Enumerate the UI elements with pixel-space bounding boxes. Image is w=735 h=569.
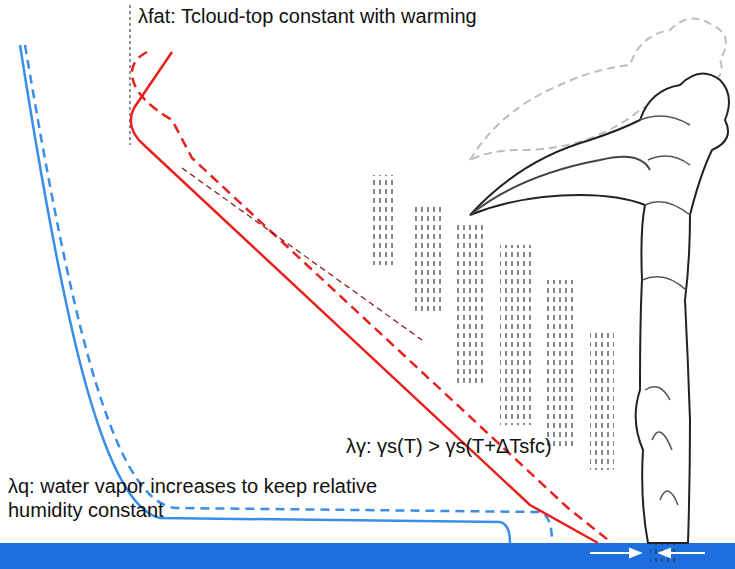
anvil-edge xyxy=(470,157,650,215)
annotation-label: λγ: γs(T) > γs(T+ΔTsfc) xyxy=(346,434,646,458)
moist-adiabat-line xyxy=(182,168,422,340)
convergence-arrows xyxy=(590,549,705,557)
humidity-profile xyxy=(20,45,510,543)
humidity-profile-warmed xyxy=(25,45,552,543)
rain-streaks xyxy=(372,175,676,562)
convective-cloud xyxy=(470,74,729,543)
annotation-label: λq: water vapor increases to keep relati… xyxy=(8,474,403,522)
temperature-profile-warmed xyxy=(132,52,612,543)
ocean-band xyxy=(0,543,735,569)
cloud-detail xyxy=(640,116,690,505)
annotation-label: λfat: Tcloud-top constant with warming xyxy=(138,4,558,28)
